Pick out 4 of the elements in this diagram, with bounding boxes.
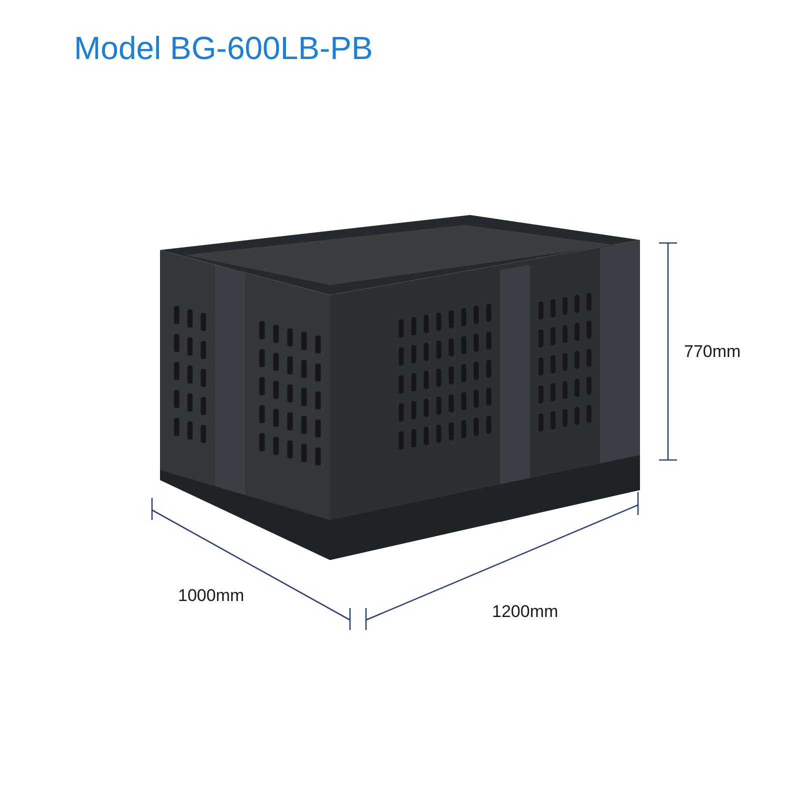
dimension-label: 1200mm [492,602,558,622]
dimension-label: 770mm [684,342,741,362]
title: Model BG-600LB-PB [74,30,373,67]
dimension-label: 1000mm [178,586,244,606]
